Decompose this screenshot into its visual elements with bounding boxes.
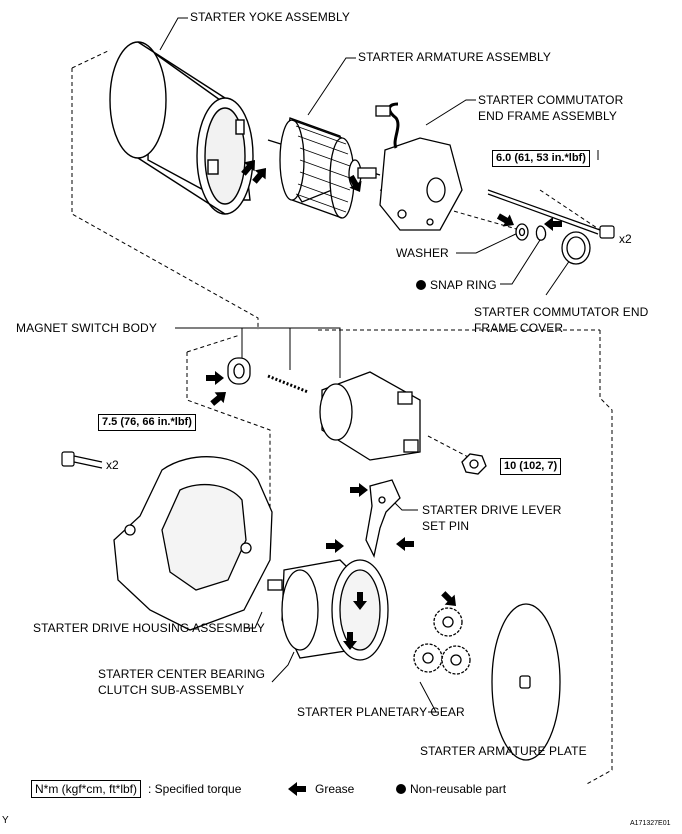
planetary-gears: [413, 607, 471, 675]
legend-nonreusable-icon: [396, 784, 406, 794]
non-reusable-dot: [416, 280, 426, 290]
legend-torque-box: N*m (kgf*cm, ft*lbf): [31, 780, 142, 798]
label-commutator-1: STARTER COMMUTATOR: [478, 93, 624, 107]
torque-nut: 10 (102, 7): [500, 458, 562, 475]
label-drive-lever-1: STARTER DRIVE LEVER: [422, 503, 562, 517]
label-clutch-2: CLUTCH SUB-ASSEMBLY: [98, 683, 245, 697]
legend-grease-icon: [288, 782, 306, 796]
label-clutch-1: STARTER CENTER BEARING: [98, 667, 266, 681]
nut: [461, 453, 487, 475]
label-planetary: STARTER PLANETARY GEAR: [297, 705, 465, 719]
multiplier-housing-bolt: x2: [106, 458, 119, 472]
label-drive-housing: STARTER DRIVE HOUSING ASSESMBLY: [33, 621, 265, 635]
magnet-switch-parts: [227, 357, 421, 461]
torque-through-bolt: 6.0 (61, 53 in.*lbf): [492, 150, 590, 167]
footer-left: Y: [2, 815, 9, 826]
legend-nonreusable-text: Non-reusable part: [410, 782, 507, 796]
label-armature: STARTER ARMATURE ASSEMBLY: [358, 50, 551, 64]
label-armature-plate: STARTER ARMATURE PLATE: [420, 744, 587, 758]
legend-torque-text: : Specified torque: [148, 782, 242, 796]
armature-plate: [491, 603, 561, 761]
torque-housing-bolt: 7.5 (76, 66 in.*lbf): [98, 414, 196, 431]
legend-grease-text: Grease: [315, 782, 355, 796]
starter-yoke: [109, 41, 254, 215]
label-cover-1: STARTER COMMUTATOR END: [474, 305, 649, 319]
center-bearing-clutch: [267, 559, 389, 661]
washer-snapring-cover: [515, 223, 591, 265]
commutator-end-frame: [375, 102, 463, 231]
footer-right-code: A171327E01: [630, 820, 671, 827]
label-yoke: STARTER YOKE ASSEMBLY: [190, 10, 350, 24]
housing-bolt: [61, 451, 103, 469]
starter-armature: [267, 117, 381, 219]
label-cover-2: FRAME COVER: [474, 321, 564, 335]
label-drive-lever-2: SET PIN: [422, 519, 470, 533]
drive-housing: [113, 456, 273, 631]
drive-lever: [365, 479, 401, 558]
through-bolt: [487, 189, 615, 239]
label-snap-ring: SNAP RING: [430, 278, 497, 292]
label-commutator-2: END FRAME ASSEMBLY: [478, 109, 617, 123]
label-magnet-switch: MAGNET SWITCH BODY: [16, 321, 157, 335]
multiplier-through-bolt: x2: [619, 232, 632, 246]
label-washer: WASHER: [396, 246, 449, 260]
